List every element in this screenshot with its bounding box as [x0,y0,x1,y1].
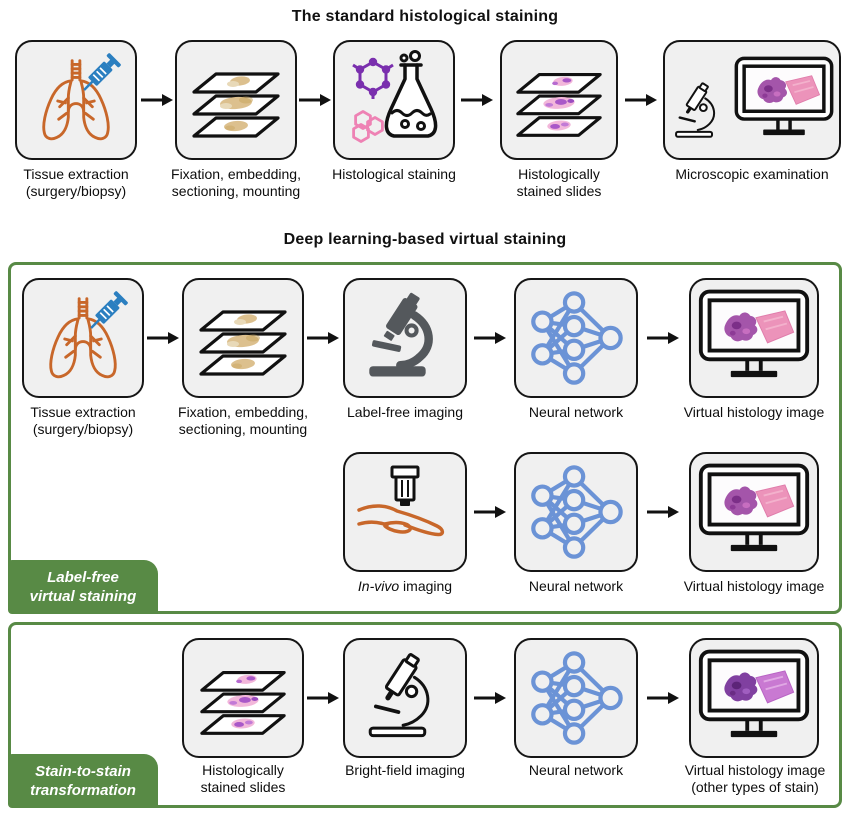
flow-arrow-icon [460,93,494,107]
microscope-outline-icon [358,651,452,745]
lungs-syringe-icon [35,290,131,386]
step-box-label-free-imaging [343,278,467,398]
flow-arrow-icon [624,93,658,107]
step-box-in-vivo-imaging [343,452,467,572]
label-free-badge: Label-free virtual staining [8,560,158,614]
monitor-tissue-icon [696,288,812,388]
stained-slides-icon [510,51,608,149]
lungs-syringe-icon [28,52,124,148]
neural-network-icon [528,464,624,560]
step-box-virtual-histology-3 [689,638,819,758]
flow-arrow-icon [146,331,180,345]
step-label: Tissue extraction(surgery/biopsy) [23,166,129,199]
step-label: In-vivo imaging [357,578,453,594]
tissue-slides-icon [193,288,293,388]
step-label: Bright-field imaging [345,762,465,778]
flow-arrow-icon [298,93,332,107]
monitor-tissue-icon [696,462,812,562]
step-box-microscopic-examination [663,40,841,160]
neural-network-icon [528,290,624,386]
step-box-histological-staining [333,40,455,160]
step-label: Virtual histology image(other types of s… [684,762,826,795]
monitor-tissue-icon [732,54,836,146]
step-box-bright-field-imaging [343,638,467,758]
step-box-neural-network-3 [514,638,638,758]
microscope-icon [668,57,730,143]
step-box-virtual-histology-1 [689,278,819,398]
step-label: Neural network [528,404,624,420]
step-label: Virtual histology image [683,404,825,420]
probe-hand-icon [355,462,455,562]
step-box-stained-slides [500,40,618,160]
flow-arrow-icon [473,691,507,705]
flow-arrow-icon [473,505,507,519]
step-box-neural-network-1 [514,278,638,398]
microscope-filled-icon [358,291,452,385]
step-box-fixation-slides-2 [182,278,304,398]
step-label: Microscopic examination [675,166,829,182]
step-label: Neural network [528,578,624,594]
flow-arrow-icon [646,331,680,345]
step-label: Neural network [528,762,624,778]
tissue-slides-icon [186,50,286,150]
flow-arrow-icon [306,691,340,705]
flow-arrow-icon [140,93,174,107]
step-box-fixation-slides [175,40,297,160]
flow-arrow-icon [306,331,340,345]
stain-to-stain-badge: Stain-to-stain transformation [8,754,158,808]
step-label: Virtual histology image [683,578,825,594]
staining-flask-icon [344,50,444,150]
step-label: Fixation, embedding,sectioning, mounting [178,404,308,437]
flow-arrow-icon [646,505,680,519]
section-title-standard: The standard histological staining [291,8,559,25]
stained-slides-icon [194,649,292,747]
monitor-tissue-purple-icon [696,648,812,748]
neural-network-icon [528,650,624,746]
step-box-stained-slides-2 [182,638,304,758]
step-box-virtual-histology-2 [689,452,819,572]
step-box-tissue-extraction [15,40,137,160]
flow-arrow-icon [473,331,507,345]
step-label: Label-free imaging [347,404,463,420]
step-box-tissue-extraction-2 [22,278,144,398]
step-box-neural-network-2 [514,452,638,572]
section-title-virtual: Deep learning-based virtual staining [283,231,567,248]
step-label: Tissue extraction(surgery/biopsy) [30,404,136,437]
flow-arrow-icon [646,691,680,705]
step-label: Histological staining [332,166,456,182]
step-label: Fixation, embedding,sectioning, mounting [171,166,301,199]
